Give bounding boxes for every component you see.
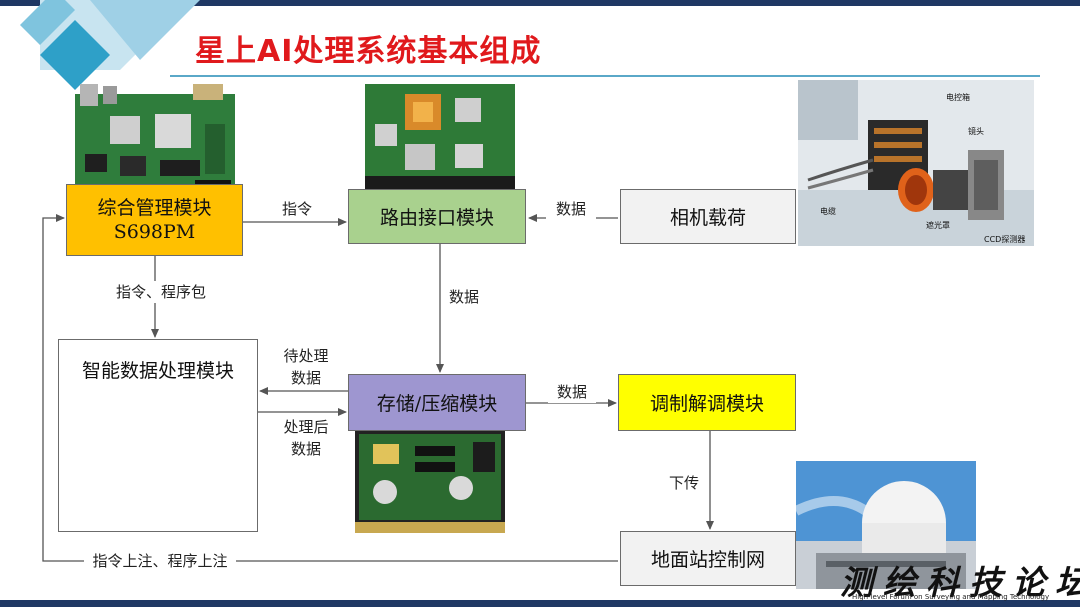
camera-payload-name: 相机载荷 xyxy=(670,203,746,230)
modem-module-name: 调制解调模块 xyxy=(650,389,764,416)
edge-label-command: 指令 xyxy=(272,198,322,220)
pending-line1: 待处理 xyxy=(276,345,336,367)
smart-data-processing-module: 智能数据处理模块 xyxy=(58,339,258,532)
mgmt-module-chip: S698PM xyxy=(114,220,196,244)
edge-label-router-storage-data: 数据 xyxy=(442,286,486,308)
mgmt-module-name: 综合管理模块 xyxy=(97,196,211,220)
storage-compression-module: 存储/压缩模块 xyxy=(348,374,526,431)
routing-interface-module: 路由接口模块 xyxy=(348,189,526,244)
router-module-name: 路由接口模块 xyxy=(380,203,494,230)
ground-station-name: 地面站控制网 xyxy=(651,545,765,572)
pending-line2: 数据 xyxy=(276,367,336,389)
edge-label-processed-data: 处理后 数据 xyxy=(276,416,336,460)
modem-module: 调制解调模块 xyxy=(618,374,796,431)
storage-module-name: 存储/压缩模块 xyxy=(377,389,497,416)
edge-label-command-program: 指令、程序包 xyxy=(108,281,214,303)
edge-label-pending-data: 待处理 数据 xyxy=(276,345,336,389)
processed-line1: 处理后 xyxy=(276,416,336,438)
edge-label-uplink: 指令上注、程序上注 xyxy=(84,550,236,572)
integrated-management-module: 综合管理模块 S698PM xyxy=(66,184,243,256)
ground-station-control-network: 地面站控制网 xyxy=(620,531,796,586)
processed-line2: 数据 xyxy=(276,438,336,460)
smart-module-name: 智能数据处理模块 xyxy=(82,356,234,383)
edge-label-downlink: 下传 xyxy=(662,472,706,494)
edge-label-modem-data: 数据 xyxy=(548,381,596,403)
forum-watermark-subtitle: High-level Forum on Surveying and Mappin… xyxy=(852,593,1049,601)
edge-label-camera-data: 数据 xyxy=(546,198,596,220)
camera-payload-box: 相机载荷 xyxy=(620,189,796,244)
